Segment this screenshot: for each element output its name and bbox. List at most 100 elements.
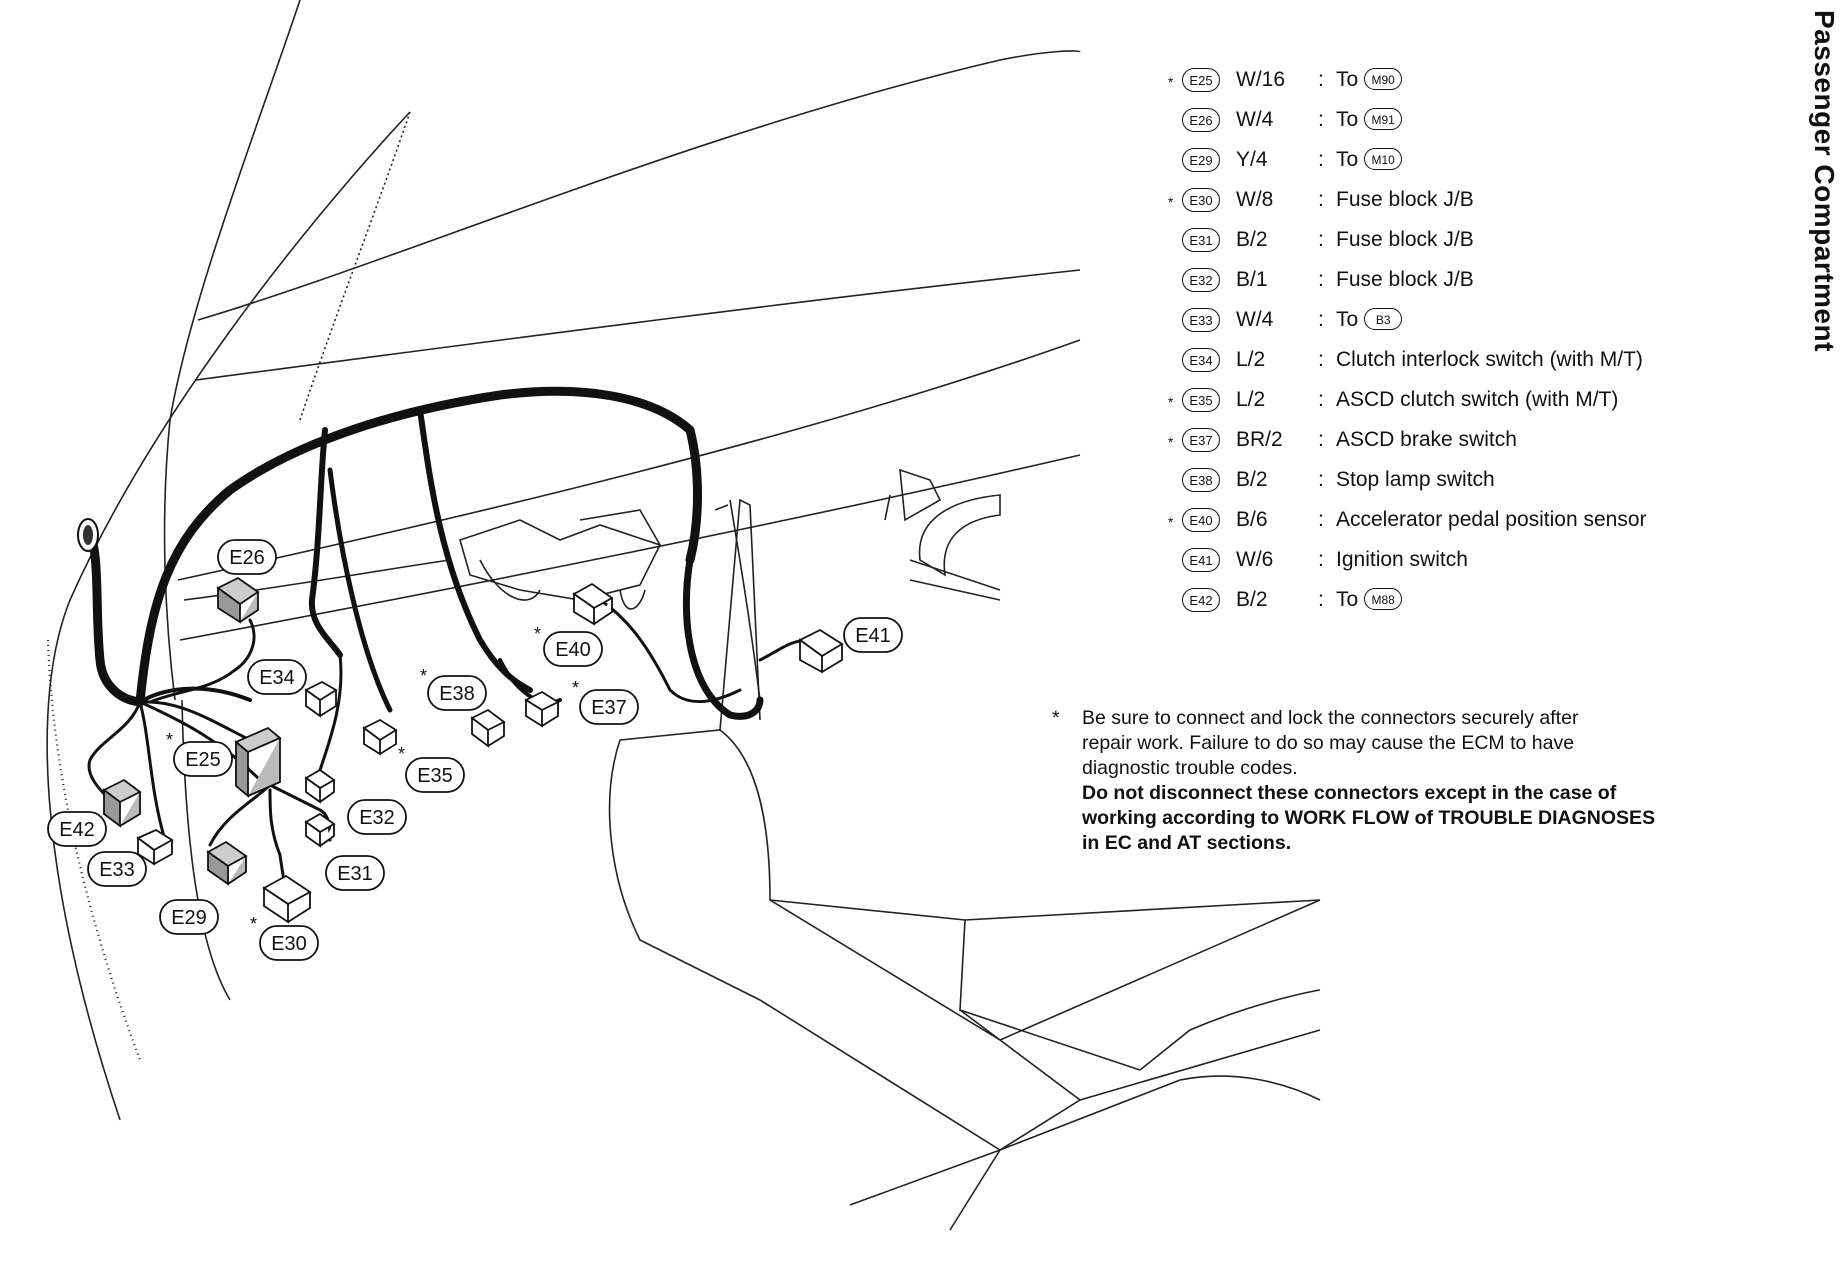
svg-text:E29: E29 [171, 907, 207, 929]
connector-E31 [304, 812, 336, 848]
callout-E25: *E25 [166, 730, 233, 777]
connector-code-badge: E26 [1182, 108, 1220, 132]
connector-E32 [304, 768, 336, 804]
svg-text:*: * [166, 730, 173, 750]
legend-colon: : [1318, 228, 1324, 251]
connector-E33 [136, 828, 174, 866]
connector-description-text: To [1336, 588, 1359, 611]
connector-code-badge: E34 [1182, 348, 1220, 372]
destination-connector-badge: M10 [1364, 148, 1403, 170]
connector-description-text: Ignition switch [1336, 548, 1468, 571]
legend-colon: : [1318, 428, 1324, 451]
legend-star: * [1168, 194, 1174, 210]
connector-description: ASCD clutch switch (with M/T) [1336, 386, 1618, 414]
connector-spec: B/6 [1236, 508, 1268, 531]
connector-description-text: Fuse block J/B [1336, 188, 1474, 211]
svg-text:*: * [250, 914, 257, 934]
connector-description-text: Clutch interlock switch (with M/T) [1336, 348, 1643, 371]
svg-text:E34: E34 [259, 667, 295, 689]
connector-code-badge: E29 [1182, 148, 1220, 172]
legend-colon: : [1318, 148, 1324, 171]
warning-note: * Be sure to connect and lock the connec… [1052, 706, 1752, 856]
connector-code-badge: E40 [1182, 508, 1220, 532]
svg-text:*: * [534, 624, 541, 644]
destination-connector-badge: M88 [1364, 588, 1403, 610]
svg-text:E31: E31 [337, 863, 373, 885]
destination-connector-badge: M90 [1364, 68, 1403, 90]
connector-E34 [304, 680, 338, 718]
connector-E26 [216, 576, 260, 624]
svg-text:*: * [420, 666, 427, 686]
note-line: repair work. Failure to do so may cause … [1082, 732, 1575, 754]
svg-text:E30: E30 [271, 933, 307, 955]
legend-colon: : [1318, 588, 1324, 611]
connector-description-text: Accelerator pedal position sensor [1336, 508, 1647, 531]
connector-description-text: To [1336, 148, 1359, 171]
connector-spec: W/6 [1236, 548, 1274, 571]
connector-description-text: ASCD clutch switch (with M/T) [1336, 388, 1619, 411]
svg-text:E38: E38 [439, 683, 475, 705]
connector-description-text: Stop lamp switch [1336, 468, 1495, 491]
connector-description-text: To [1336, 68, 1359, 91]
svg-text:E41: E41 [855, 625, 891, 647]
callout-E37: *E37 [572, 678, 639, 725]
grommet [77, 518, 99, 552]
legend-star: * [1168, 434, 1174, 450]
svg-text:*: * [398, 744, 405, 764]
connector-spec: W/4 [1236, 108, 1274, 131]
connector-description: Stop lamp switch [1336, 466, 1495, 494]
connector-E35 [362, 718, 398, 756]
connector-E42 [102, 778, 142, 828]
legend-colon: : [1318, 68, 1324, 91]
connector-spec: W/4 [1236, 308, 1274, 331]
connector-spec: B/2 [1236, 468, 1268, 491]
callout-E31: E31 [325, 855, 385, 891]
callout-E35: *E35 [398, 744, 465, 793]
connector-description-text: To [1336, 308, 1359, 331]
legend-colon: : [1318, 308, 1324, 331]
vehicle-outline [46, 0, 1321, 1231]
connector-description: Fuse block J/B [1336, 266, 1474, 294]
connector-spec: B/2 [1236, 588, 1268, 611]
note-bold-line: working according to WORK FLOW of TROUBL… [1082, 807, 1656, 829]
connector-description-text: To [1336, 108, 1359, 131]
connector-description: Accelerator pedal position sensor [1336, 506, 1647, 534]
legend-colon: : [1318, 468, 1324, 491]
page-title: Passenger Compartment [1809, 10, 1840, 352]
connector-E29 [206, 840, 248, 886]
connector-description-text: ASCD brake switch [1336, 428, 1517, 451]
connector-E40 [572, 582, 614, 626]
connector-code-badge: E30 [1182, 188, 1220, 212]
main-harness [85, 386, 812, 892]
callout-E29: E29 [159, 899, 219, 935]
legend-colon: : [1318, 388, 1324, 411]
callouts: E26 E34 *E38 *E40 E41 *E37 *E35 *E25 E32… [47, 539, 903, 961]
connector-spec: B/2 [1236, 228, 1268, 251]
connector-code-badge: E32 [1182, 268, 1220, 292]
legend-colon: : [1318, 348, 1324, 371]
svg-text:E37: E37 [591, 697, 627, 719]
svg-text:E40: E40 [555, 639, 591, 661]
callout-E38: * E38 [420, 666, 487, 711]
legend-colon: : [1318, 108, 1324, 131]
callout-E30: * E30 [250, 914, 319, 961]
callout-E34: E34 [247, 659, 307, 695]
destination-connector-badge: B3 [1364, 308, 1403, 330]
connector-description: Fuse block J/B [1336, 226, 1474, 254]
svg-text:E26: E26 [229, 547, 265, 569]
callout-E41: E41 [843, 617, 903, 653]
connector-code-badge: E38 [1182, 468, 1220, 492]
connector-code-badge: E31 [1182, 228, 1220, 252]
